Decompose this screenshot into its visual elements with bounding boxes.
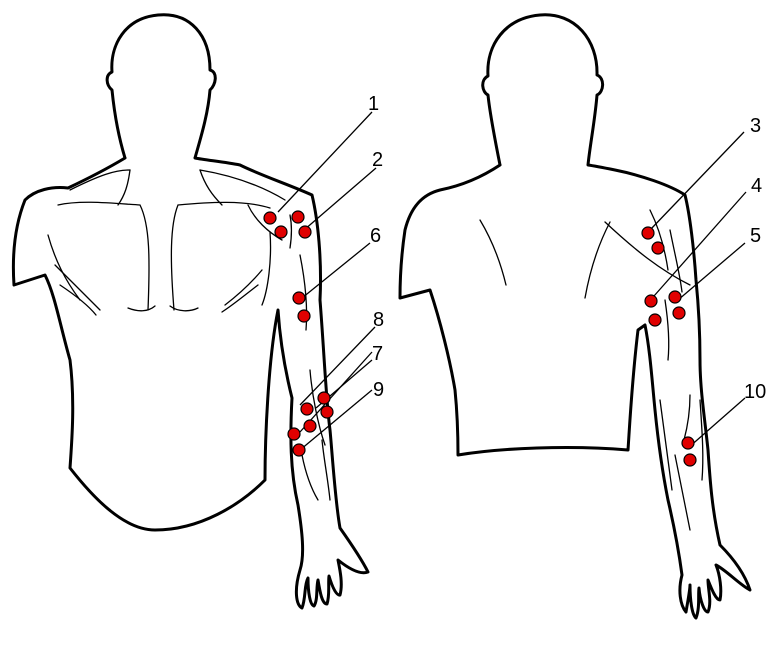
- label-6: 6: [370, 225, 381, 247]
- electrode-9a: [288, 428, 300, 440]
- electrode-8a: [301, 403, 313, 415]
- leader-line-3: [650, 132, 744, 230]
- label-1: 1: [368, 93, 379, 115]
- front-head: [107, 15, 215, 158]
- electrode-4b: [649, 314, 661, 326]
- electrode-9b: [293, 444, 305, 456]
- label-7: 7: [372, 343, 383, 365]
- electrode-8b: [304, 420, 316, 432]
- label-5: 5: [750, 225, 761, 247]
- electrode-2a: [292, 211, 304, 223]
- electrode-5a: [669, 291, 681, 303]
- electrode-6b: [298, 310, 310, 322]
- electrode-2b: [299, 226, 311, 238]
- electrode-6a: [293, 292, 305, 304]
- label-9: 9: [373, 379, 384, 401]
- back-view-figure: [400, 15, 750, 618]
- electrode-4a: [645, 295, 657, 307]
- front-torso-outline: [13, 158, 368, 608]
- label-3: 3: [750, 115, 761, 137]
- electrode-10a: [682, 437, 694, 449]
- label-4: 4: [751, 175, 762, 197]
- back-head: [483, 15, 603, 165]
- electrode-3a: [642, 227, 654, 239]
- leader-line-2: [304, 168, 376, 230]
- label-8: 8: [373, 309, 384, 331]
- label-2: 2: [372, 149, 383, 171]
- electrode-5b: [673, 307, 685, 319]
- electrode-1b: [275, 226, 287, 238]
- leader-line-1: [278, 112, 372, 212]
- electrode-7b: [321, 406, 333, 418]
- electrode-1a: [264, 212, 276, 224]
- electrode-3b: [652, 242, 664, 254]
- back-torso-outline: [400, 165, 750, 618]
- label-10: 10: [744, 381, 766, 403]
- electrode-7a: [318, 392, 330, 404]
- electrode-10b: [684, 454, 696, 466]
- front-view-figure: [13, 15, 368, 608]
